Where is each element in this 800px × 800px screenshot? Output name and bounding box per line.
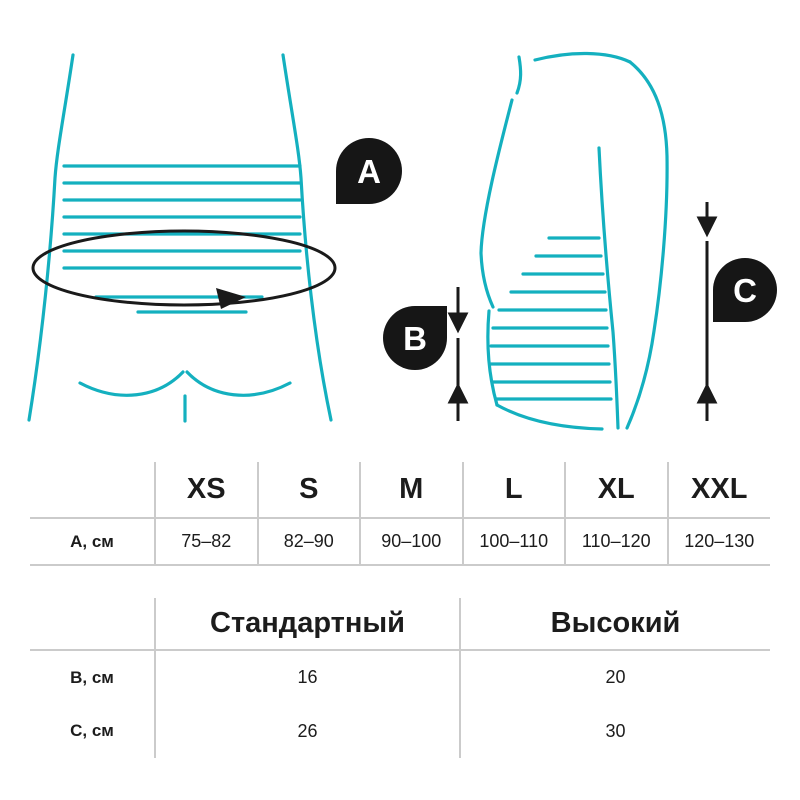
shoulder-outline xyxy=(533,51,632,64)
column-header-xxl: XXL xyxy=(666,462,770,519)
hip-outline xyxy=(495,403,604,431)
value-cell: 100–110 xyxy=(461,518,565,566)
belt-stripes-back xyxy=(62,164,302,314)
value-cell: 30 xyxy=(459,704,770,758)
table-row: А, см 75–82 82–90 90–100 100–110 110–120… xyxy=(30,518,770,566)
circumference-arrowhead xyxy=(216,288,246,309)
row-label-b: В, см xyxy=(70,667,114,687)
column-header-l: L xyxy=(461,462,565,519)
belt-front-edge xyxy=(486,309,499,407)
column-header-xs: XS xyxy=(154,462,258,519)
column-header-m: M xyxy=(359,462,463,519)
column-header-s: S xyxy=(256,462,360,519)
circumference-arrow-a xyxy=(31,229,337,309)
circumference-ellipse xyxy=(31,229,337,307)
table-header-row: XS S M L XL XXL xyxy=(30,462,770,519)
value-cell: 90–100 xyxy=(359,518,463,566)
neck-outline xyxy=(515,55,523,95)
back-view-figure xyxy=(27,53,333,423)
value-cell: 16 xyxy=(154,650,460,704)
measurement-arrow-c xyxy=(696,202,718,421)
row-label-a: А, см xyxy=(30,518,155,566)
value-cell: 82–90 xyxy=(256,518,360,566)
label-badge-a: A xyxy=(336,138,402,204)
side-view-figure xyxy=(479,51,669,431)
torso-right-outline xyxy=(281,53,333,422)
value-cell: 20 xyxy=(459,650,770,704)
size-diagram xyxy=(27,51,718,431)
badge-b-letter: B xyxy=(403,319,427,357)
corner-cell xyxy=(30,462,155,519)
column-header-xl: XL xyxy=(564,462,668,519)
badge-c-letter: C xyxy=(733,271,757,309)
arrow-c-up-head xyxy=(696,382,718,404)
arm-inner-outline xyxy=(597,146,620,430)
corner-cell xyxy=(30,598,155,651)
torso-left-outline xyxy=(27,53,75,422)
buttocks-outline xyxy=(78,370,292,397)
value-cell: 26 xyxy=(154,704,460,758)
value-cell: 120–130 xyxy=(666,518,770,566)
arrow-b-up-head xyxy=(447,382,469,404)
measurement-arrow-b xyxy=(447,287,469,421)
row-label-c: С, см xyxy=(70,721,114,740)
column-header-tall: Высокий xyxy=(459,598,770,651)
arm-outer-outline xyxy=(625,60,669,430)
height-variant-table: Стандартный Высокий В, см 16 20 С, см 26… xyxy=(30,598,770,758)
arrow-b-down-head xyxy=(447,312,469,334)
label-badge-b: B xyxy=(383,306,447,370)
circumference-size-table: XS S M L XL XXL А, см 75–82 82–90 90–100… xyxy=(30,462,770,566)
belt-stripes-side xyxy=(489,236,613,401)
arrow-c-down-head xyxy=(696,216,718,238)
badge-a-letter: A xyxy=(357,152,381,190)
chest-outline xyxy=(479,98,514,309)
label-badge-c: C xyxy=(713,258,777,322)
value-cell: 75–82 xyxy=(154,518,258,566)
table-row: С, см 26 30 xyxy=(30,704,770,758)
table-header-row: Стандартный Высокий xyxy=(30,598,770,651)
table-row: В, см 16 20 xyxy=(30,650,770,704)
value-cell: 110–120 xyxy=(564,518,668,566)
column-header-standard: Стандартный xyxy=(154,598,460,651)
